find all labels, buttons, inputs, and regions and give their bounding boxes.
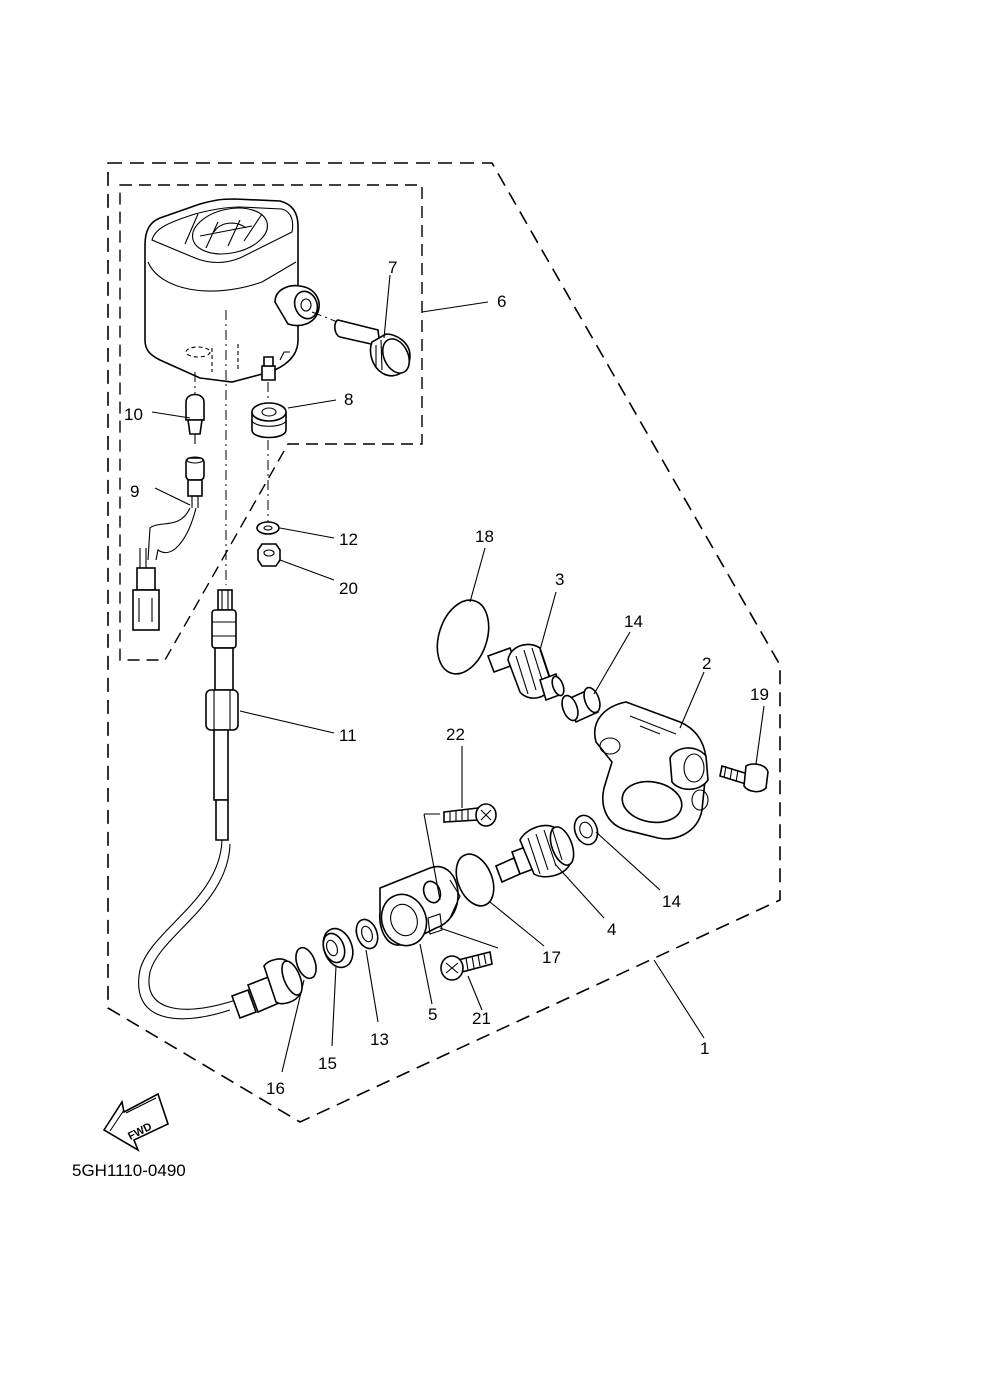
callout-4: 4 xyxy=(607,920,616,939)
callout-18: 18 xyxy=(475,527,494,546)
callout-6: 6 xyxy=(497,292,506,311)
drive-gear-part-3 xyxy=(486,643,565,702)
bushing-part-14-lower xyxy=(573,814,599,846)
washer-part-13 xyxy=(355,918,379,950)
trip-knob-part-7 xyxy=(334,319,411,377)
grommet-part-8 xyxy=(251,402,287,439)
callout-14-upper: 14 xyxy=(624,612,643,631)
bushing-part-14-upper xyxy=(561,686,601,724)
bulb-part-10 xyxy=(185,393,205,444)
assembly-1-boundary xyxy=(107,162,781,1123)
cable-part-11 xyxy=(138,589,303,1020)
washer-part-12 xyxy=(256,521,280,535)
callout-10: 10 xyxy=(124,405,143,424)
callout-22: 22 xyxy=(446,725,465,744)
callout-9: 9 xyxy=(130,482,139,501)
callout-13: 13 xyxy=(370,1030,389,1049)
callout-15: 15 xyxy=(318,1054,337,1073)
callout-7: 7 xyxy=(388,258,397,277)
callout-19: 19 xyxy=(750,685,769,704)
screw-part-21 xyxy=(440,951,493,981)
callout-1: 1 xyxy=(700,1039,709,1058)
callout-5: 5 xyxy=(428,1005,437,1024)
bolt-part-19 xyxy=(719,763,769,793)
callout-14-lower: 14 xyxy=(662,892,681,911)
fwd-arrow-icon: FWD xyxy=(102,1092,169,1152)
o-ring-part-16 xyxy=(295,946,317,980)
speedometer-head xyxy=(144,198,320,383)
callout-3: 3 xyxy=(555,570,564,589)
callout-16: 16 xyxy=(266,1079,285,1098)
o-ring-part-18 xyxy=(436,599,490,675)
oil-seal-part-15 xyxy=(322,927,354,969)
screw-part-22 xyxy=(443,803,497,827)
callout-20: 20 xyxy=(339,579,358,598)
gear-housing-part-2 xyxy=(593,701,709,840)
assembly-6-boundary xyxy=(119,184,423,661)
callout-21: 21 xyxy=(472,1009,491,1028)
drawing-code: 5GH1110-0490 xyxy=(72,1161,186,1180)
callout-2: 2 xyxy=(702,654,711,673)
nut-part-20 xyxy=(257,543,281,567)
callout-8: 8 xyxy=(344,390,353,409)
o-ring-part-17 xyxy=(455,853,495,907)
callout-17: 17 xyxy=(542,948,561,967)
bracket-part-5 xyxy=(379,865,461,947)
callout-12: 12 xyxy=(339,530,358,549)
callout-11: 11 xyxy=(339,726,357,745)
socket-harness-part-9 xyxy=(132,456,205,631)
driven-gear-part-4 xyxy=(494,824,575,884)
